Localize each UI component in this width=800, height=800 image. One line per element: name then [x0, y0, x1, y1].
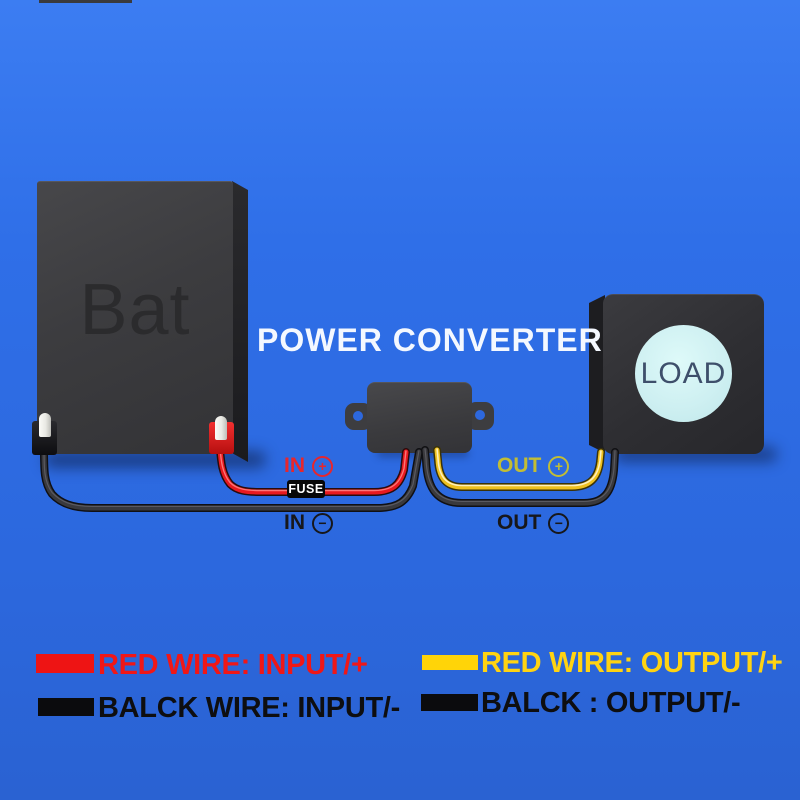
output-negative-text: OUT	[497, 511, 542, 534]
legend-swatch-yellow-output	[422, 655, 478, 670]
battery-side-face	[232, 181, 248, 462]
legend-swatch-black-output	[421, 694, 478, 711]
top-edge-artifact	[39, 0, 132, 3]
battery: Bat	[37, 181, 233, 454]
legend-yellow-output: RED WIRE: OUTPUT/+	[481, 647, 783, 679]
load-label: LOAD	[640, 356, 727, 390]
load-indicator-circle: LOAD	[635, 325, 732, 422]
input-positive-label: IN +	[284, 454, 333, 478]
converter-module	[367, 382, 472, 453]
output-negative-label: OUT −	[497, 511, 570, 535]
fuse-badge: FUSE	[287, 480, 325, 498]
diagram-title: POWER CONVERTER	[257, 322, 603, 358]
output-positive-text: OUT	[497, 454, 542, 477]
mount-hole-icon	[353, 411, 363, 421]
minus-circle-icon: −	[548, 512, 570, 534]
plus-circle-icon: +	[312, 455, 333, 477]
load-side-face	[589, 295, 605, 453]
legend-red-input: RED WIRE: INPUT/+	[98, 649, 368, 681]
legend-swatch-black-input	[38, 698, 94, 716]
input-negative-text: IN	[284, 511, 305, 534]
output-positive-label: OUT +	[497, 454, 570, 478]
legend-black-output: BALCK : OUTPUT/-	[481, 687, 741, 719]
battery-label: Bat	[79, 270, 191, 350]
plus-circle-icon: +	[548, 455, 570, 477]
legend-black-input: BALCK WIRE: INPUT/-	[98, 692, 400, 724]
legend-swatch-red-input	[36, 654, 94, 673]
input-negative-label: IN −	[284, 511, 333, 535]
battery-negative-pin	[39, 413, 51, 437]
battery-positive-pin	[215, 416, 227, 440]
input-positive-text: IN	[284, 454, 305, 477]
minus-circle-icon: −	[312, 512, 333, 534]
mount-hole-icon	[475, 410, 485, 420]
load-box: LOAD	[603, 294, 764, 454]
